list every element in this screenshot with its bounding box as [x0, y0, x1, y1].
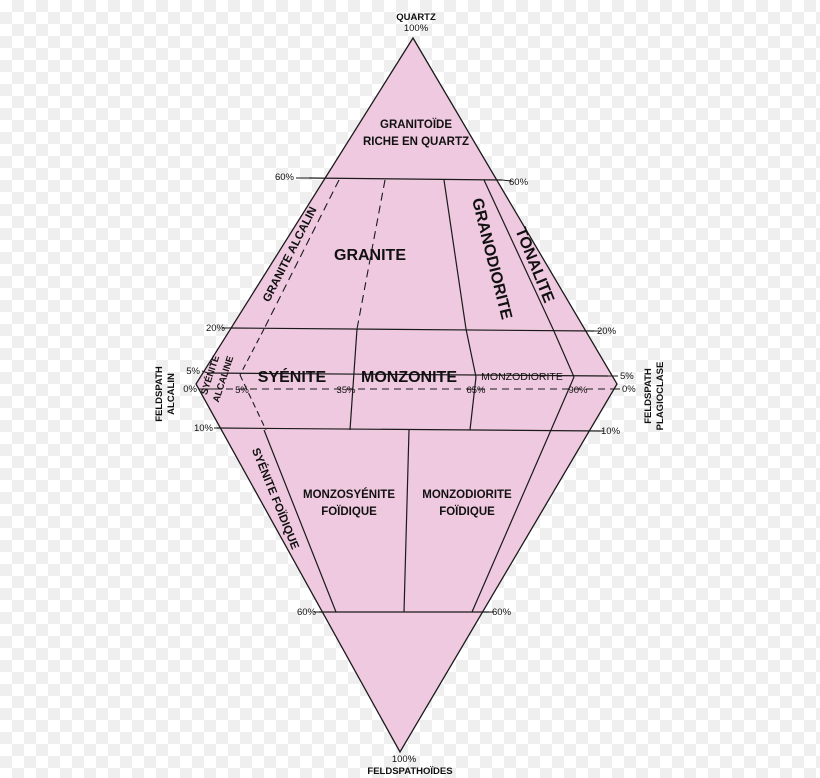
line-ratio-10-dashed [263, 179, 340, 330]
pct-q60-left: 60% [275, 172, 295, 183]
ratio-65-label: 65% [466, 385, 486, 396]
field-monzonite: MONZONITE [361, 369, 457, 386]
vertex-alkali-label-1: FELDSPATH [154, 366, 165, 422]
line-ratio-65 [443, 179, 467, 330]
vertex-plagio-label-1: FELDSPATH [643, 368, 654, 424]
vertex-quartz-label: QUARTZ [396, 12, 436, 23]
vertex-foid-pct: 100% [392, 754, 417, 765]
line-ratio-90 [483, 179, 554, 330]
line-ratio-65-lower [469, 376, 477, 431]
diamond-fill [195, 36, 618, 754]
pct-f10-right: 10% [601, 426, 621, 437]
pct-f60-left: 60% [297, 607, 317, 618]
vertex-alkali-label-2: ALCALIN [166, 373, 177, 415]
line-quartz-20 [229, 327, 595, 332]
line-ratio-65-middle [465, 328, 477, 378]
pct-f10-left: 10% [194, 423, 214, 434]
pct-q0-right: 0% [622, 384, 636, 395]
field-syenite: SYÉNITE [258, 367, 327, 386]
field-monzodiorite: MONZODIORITE [481, 371, 563, 383]
edge-ticks [199, 177, 620, 613]
field-granitoide-line2: RICHE EN QUARTZ [363, 136, 469, 148]
field-granitoide-line1: GRANITOÏDE [380, 118, 452, 131]
vertex-quartz-pct: 100% [404, 23, 429, 34]
field-monzosyenite-line2: FOÏDIQUE [321, 505, 377, 518]
line-ratio-90-lower [550, 376, 575, 431]
field-monzosyenite-line1: MONZOSYÉNITE [303, 488, 395, 501]
ratio-35-label: 35% [336, 385, 356, 396]
pct-f60-right: 60% [492, 607, 512, 618]
line-foid-ratio-mid [403, 429, 410, 613]
pct-q0-left: 0% [183, 384, 197, 395]
line-foid-ratio-left [263, 429, 337, 613]
line-ratio-90-middle [552, 328, 575, 378]
line-quartz-5 [207, 372, 609, 377]
line-syenite-alcaline-bottom [239, 374, 267, 431]
vertex-plagio-label-2: PLAGIOCLASE [655, 362, 666, 431]
pct-q5-left: 5% [186, 366, 200, 377]
field-monzodiorite-foid-line2: FOÏDIQUE [439, 505, 495, 518]
pct-q20-left: 20% [206, 323, 226, 334]
line-foid-10 [216, 427, 601, 432]
pct-q20-right: 20% [597, 326, 617, 337]
line-syenite-alcaline-top [239, 328, 265, 376]
ratio-5-label: 5% [235, 385, 249, 396]
line-quartz-60 [308, 177, 503, 181]
line-ratio-35-middle [349, 328, 358, 431]
ratio-90-label: 90% [568, 385, 588, 396]
pct-q60-right: 60% [509, 177, 529, 188]
field-granite: GRANITE [334, 247, 406, 264]
field-monzodiorite-foid-line1: MONZODIORITE [422, 489, 512, 501]
vertex-foid-label: FELDSPATHOÏDES [367, 766, 452, 777]
line-foid-ratio-right [471, 429, 552, 613]
pct-q5-right: 5% [620, 371, 634, 382]
